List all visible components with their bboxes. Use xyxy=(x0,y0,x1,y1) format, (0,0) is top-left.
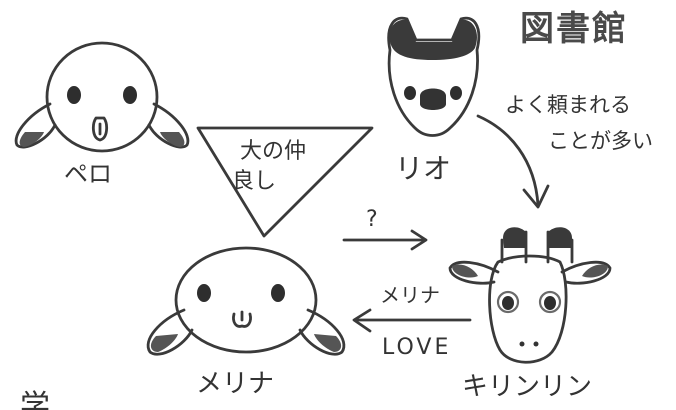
merina-right-ear xyxy=(298,308,346,356)
merina-mouth xyxy=(232,312,252,328)
kirinrin-right-eye xyxy=(544,296,556,310)
merina-right-eye xyxy=(271,284,285,302)
friends-label-line2: 良し xyxy=(232,169,276,194)
kirinrin-right-ear-tip xyxy=(582,264,608,278)
friends-label-line1: 大の仲 xyxy=(240,139,306,164)
question-mark-label: ? xyxy=(366,207,378,232)
kirinrin-head xyxy=(488,254,568,364)
rio-left-eye xyxy=(404,86,416,100)
kirinrin-left-ear-tip xyxy=(452,264,478,278)
footer-partial-text: 学 xyxy=(20,389,50,410)
love-arrowhead xyxy=(352,308,372,333)
pero-right-ear xyxy=(147,102,190,149)
merina-to-kirinrin-relation: ? xyxy=(342,207,428,251)
love-label-line2: LOVE xyxy=(382,335,451,360)
merina-left-ear-tip xyxy=(150,334,178,352)
character-pero: ペロ xyxy=(14,41,190,188)
love-label-line1: メリナ xyxy=(380,283,440,307)
kirinrin-right-ear xyxy=(560,260,612,285)
kirinrin-left-horn xyxy=(503,227,526,248)
kirinrin-name-label: キリンリン xyxy=(462,372,592,402)
diagram-title: 図書館 xyxy=(520,9,628,49)
rio-right-eye xyxy=(450,86,462,100)
kirinrin-left-nostril xyxy=(519,341,525,347)
merina-right-ear-tip xyxy=(314,334,342,352)
rio-kirinrin-label-line1: よく頼まれる xyxy=(505,93,631,117)
kirinrin-right-horn xyxy=(548,227,572,248)
pero-left-ear xyxy=(14,102,57,149)
rio-kirinrin-arrowhead xyxy=(522,184,550,209)
merina-head xyxy=(174,246,318,354)
pero-head xyxy=(45,41,159,153)
rio-top-markings xyxy=(389,19,478,61)
rio-name-label: リオ xyxy=(395,152,451,185)
kirinrin-right-nostril xyxy=(533,341,539,347)
kirinrin-left-ear xyxy=(448,260,500,285)
character-rio: リオ xyxy=(387,16,481,185)
pero-name-label: ペロ xyxy=(64,160,112,188)
pero-tongue xyxy=(91,116,109,142)
merina-left-eye xyxy=(197,284,211,302)
rio-muzzle xyxy=(420,88,446,110)
character-merina: メリナ xyxy=(146,246,346,399)
rio-head xyxy=(387,16,481,137)
question-arrowhead xyxy=(410,229,428,251)
pero-left-ear-tip xyxy=(19,132,44,147)
merina-name-label: メリナ xyxy=(196,369,274,399)
kirinrin-right-eye-outline xyxy=(538,290,562,314)
rio-to-kirinrin-relation: よく頼まれる ことが多い xyxy=(476,93,653,209)
rio-kirinrin-label-line2: ことが多い xyxy=(548,129,653,153)
kirinrin-left-eye-outline xyxy=(496,290,520,314)
rio-kirinrin-arrow-line xyxy=(476,114,540,207)
character-kirinrin: キリンリン xyxy=(448,227,612,402)
pero-right-eye xyxy=(123,86,137,104)
kirinrin-horn-outline xyxy=(500,230,574,264)
pero-left-eye xyxy=(67,86,81,104)
triangle-shape xyxy=(196,126,374,238)
friendship-triangle: 大の仲 良し xyxy=(196,126,374,238)
kirinrin-left-eye xyxy=(502,296,514,310)
merina-left-ear xyxy=(146,308,194,356)
kirinrin-to-merina-relation: メリナ LOVE xyxy=(352,283,472,360)
pero-right-ear-tip xyxy=(160,132,185,147)
